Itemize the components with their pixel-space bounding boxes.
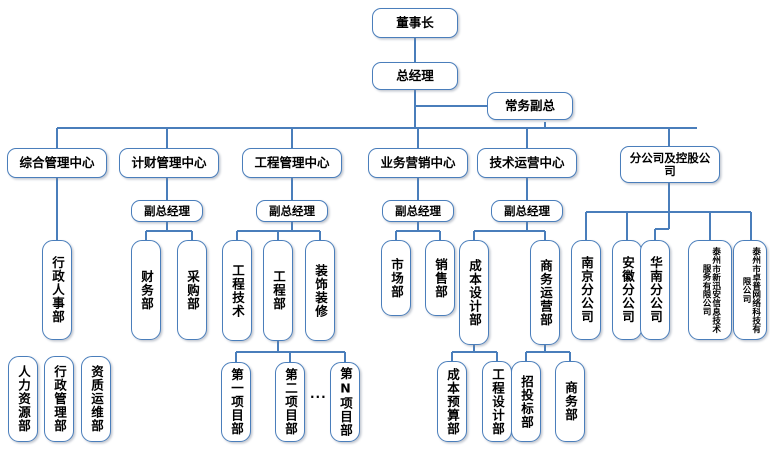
node-label: 华南分公司 [648, 256, 663, 324]
node-dept-business[interactable]: 商务部 [555, 361, 585, 442]
node-label: 商务运营部 [538, 258, 553, 327]
node-dept-decoration[interactable]: 装饰装修 [305, 240, 335, 341]
node-center-admin[interactable]: 综合管理中心 [7, 148, 107, 178]
node-project-n[interactable]: 第N项目部 [330, 362, 360, 442]
node-label: 安徽分公司 [620, 256, 635, 324]
node-label: 技术运营中心 [489, 155, 565, 170]
node-label: 招投标部 [519, 374, 534, 429]
node-label: 第一项目部 [229, 368, 244, 436]
node-label: 泰州市新迅安信息技术服务有限公司 [701, 247, 721, 333]
node-label: 泰州市卓普网络科技有限公司 [741, 247, 761, 333]
node-label: 资质运维部 [89, 365, 104, 433]
node-label: 装饰装修 [313, 263, 328, 318]
node-label: 行政人事部 [50, 256, 65, 324]
node-label: 工程管理中心 [254, 155, 330, 170]
node-deputy-gm-finance[interactable]: 副总经理 [131, 200, 203, 222]
node-branch-huanan[interactable]: 华南分公司 [640, 240, 670, 340]
node-label: 副总经理 [144, 203, 190, 218]
node-label: 采购部 [185, 269, 200, 311]
node-dept-bidding[interactable]: 招投标部 [511, 361, 541, 442]
node-label: 销售部 [433, 257, 448, 299]
node-branch-holding[interactable]: 分公司及控股公司 [620, 146, 720, 183]
node-label: 南京分公司 [579, 256, 594, 324]
node-label: 成本设计部 [467, 258, 482, 327]
node-dept-eng-design[interactable]: 工程设计部 [482, 361, 512, 442]
node-dept-purchasing[interactable]: 采购部 [177, 240, 207, 340]
node-deputy-gm-tech-ops[interactable]: 副总经理 [491, 200, 563, 222]
node-label: 财务部 [139, 269, 154, 311]
node-project-2[interactable]: 第二项目部 [275, 362, 305, 442]
project-ellipsis: ··· [310, 390, 327, 404]
node-label: 人力资源部 [16, 365, 31, 433]
node-dept-sales[interactable]: 销售部 [425, 240, 455, 316]
node-label: 副总经理 [269, 203, 315, 218]
node-label: 第二项目部 [283, 368, 298, 436]
node-dept-hr[interactable]: 人力资源部 [8, 356, 38, 442]
node-dept-admin-mgmt[interactable]: 行政管理部 [44, 356, 74, 442]
node-chairman[interactable]: 董事长 [372, 8, 458, 38]
node-deputy-gm-marketing[interactable]: 副总经理 [382, 200, 454, 222]
node-executive-vp[interactable]: 常务副总 [487, 92, 573, 120]
node-label: 行政管理部 [52, 365, 67, 433]
node-general-manager[interactable]: 总经理 [372, 62, 458, 90]
node-dept-qualification[interactable]: 资质运维部 [81, 356, 111, 442]
node-label: 工程技术 [230, 263, 245, 318]
node-label: 常务副总 [504, 98, 555, 113]
ellipsis-label: ··· [310, 390, 327, 404]
node-center-marketing[interactable]: 业务营销中心 [368, 148, 468, 178]
node-label: 市场部 [389, 257, 404, 299]
node-branch-anhui[interactable]: 安徽分公司 [612, 240, 642, 340]
node-dept-eng-tech[interactable]: 工程技术 [222, 240, 252, 341]
node-dept-business-ops[interactable]: 商务运营部 [530, 240, 560, 345]
node-label: 综合管理中心 [19, 155, 95, 170]
node-dept-admin-hr[interactable]: 行政人事部 [42, 240, 72, 340]
node-label: 工程部 [271, 270, 286, 311]
node-center-tech-ops[interactable]: 技术运营中心 [477, 148, 577, 178]
node-label: 副总经理 [504, 203, 550, 218]
node-branch-nanjing[interactable]: 南京分公司 [571, 240, 601, 340]
node-label: 业务营销中心 [380, 155, 456, 170]
node-label: 第N项目部 [338, 367, 353, 437]
node-label: 工程设计部 [490, 367, 505, 436]
node-center-engineering[interactable]: 工程管理中心 [242, 148, 342, 178]
node-label: 董事长 [396, 15, 434, 30]
node-label: 副总经理 [395, 203, 441, 218]
node-label: 分公司及控股公司 [629, 150, 711, 178]
node-project-1[interactable]: 第一项目部 [221, 362, 251, 442]
node-dept-cost-budget[interactable]: 成本预算部 [437, 361, 467, 442]
node-dept-cost-design[interactable]: 成本设计部 [459, 240, 489, 345]
node-branch-xinxunan[interactable]: 泰州市新迅安信息技术服务有限公司 [688, 240, 732, 340]
node-label: 总经理 [396, 68, 434, 83]
node-label: 计财管理中心 [131, 155, 207, 170]
node-branch-zhuopu[interactable]: 泰州市卓普网络科技有限公司 [733, 240, 767, 340]
node-deputy-gm-engineering[interactable]: 副总经理 [256, 200, 328, 222]
node-center-finance[interactable]: 计财管理中心 [119, 148, 219, 178]
node-label: 成本预算部 [445, 367, 460, 436]
node-label: 商务部 [563, 381, 578, 422]
node-dept-finance[interactable]: 财务部 [131, 240, 161, 340]
node-dept-engineering[interactable]: 工程部 [263, 240, 293, 341]
node-dept-market[interactable]: 市场部 [381, 240, 411, 316]
